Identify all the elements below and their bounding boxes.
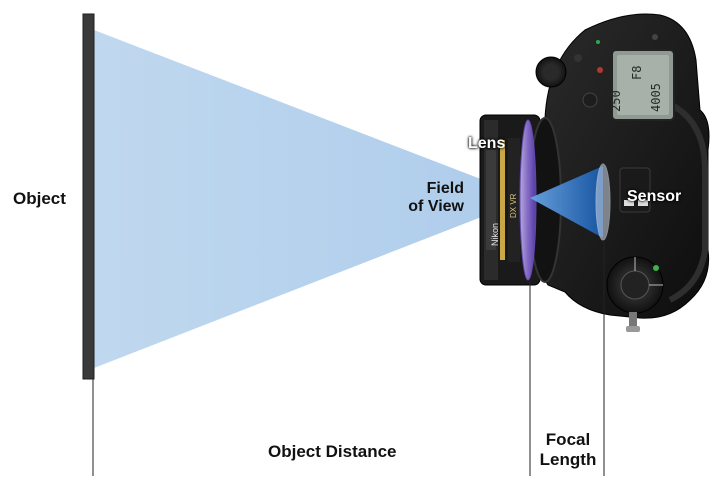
focal-length-line-1: Focal [545,430,591,449]
lens-brand-text: Nikon [490,223,500,246]
field-of-view-wedge [94,30,530,368]
sensor-label: Sensor [627,188,682,205]
object-distance-label: Object Distance [268,442,397,461]
field-of-view-label: Field of View [394,180,464,217]
lcd-readout-left: 250 [609,90,623,112]
sensor-plane [595,163,611,241]
focal-length-label: Focal Length [530,430,606,469]
object-label: Object [13,189,66,208]
lens-glass [519,119,537,281]
field-of-view-line-1: Field [426,180,464,197]
lcd-readout-bottom: 4005 [649,83,663,112]
lens-tags-text: DX VR [509,193,518,218]
sensor-light-cone [530,166,603,238]
field-of-view-line-2: of View [408,198,464,216]
focal-length-line-2: Length [539,449,597,469]
camera-body [535,13,710,332]
object-bar [82,13,95,380]
lens-label: Lens [468,135,506,152]
lcd-readout-right: F8 [630,66,644,80]
